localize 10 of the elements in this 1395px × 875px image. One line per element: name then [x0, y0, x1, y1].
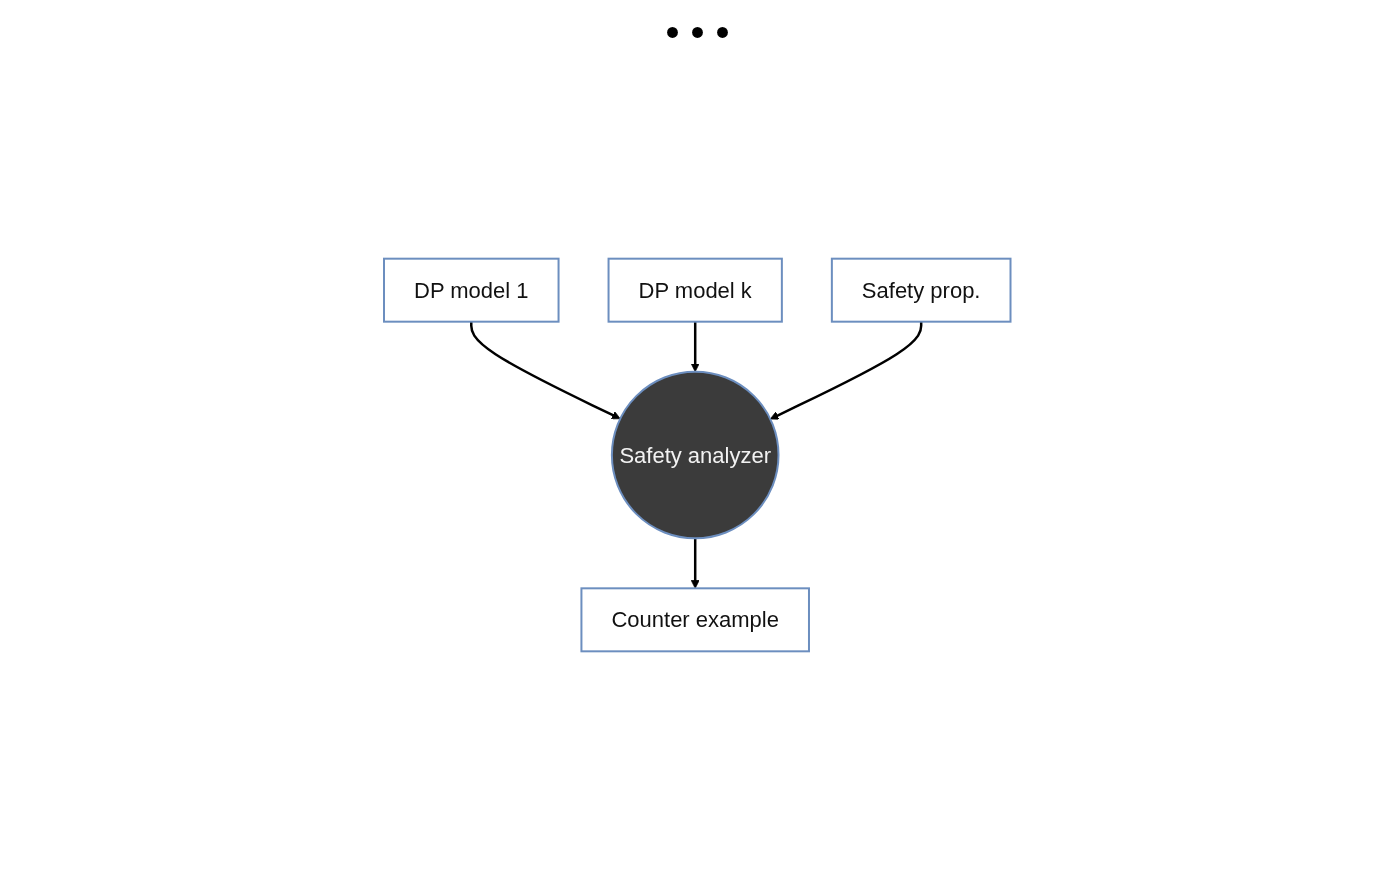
- arrow: [691, 321, 700, 373]
- arrow: [770, 321, 923, 420]
- ellipsis-label: • • •: [665, 10, 730, 54]
- node-box: DP model k: [607, 257, 784, 323]
- node-box: Safety prop.: [831, 257, 1012, 323]
- arrow: [470, 321, 621, 420]
- node-circle: Safety analyzer: [611, 370, 780, 540]
- node-box: Counter example: [580, 587, 811, 653]
- arrow: [691, 538, 700, 589]
- node-box: DP model 1: [383, 257, 560, 323]
